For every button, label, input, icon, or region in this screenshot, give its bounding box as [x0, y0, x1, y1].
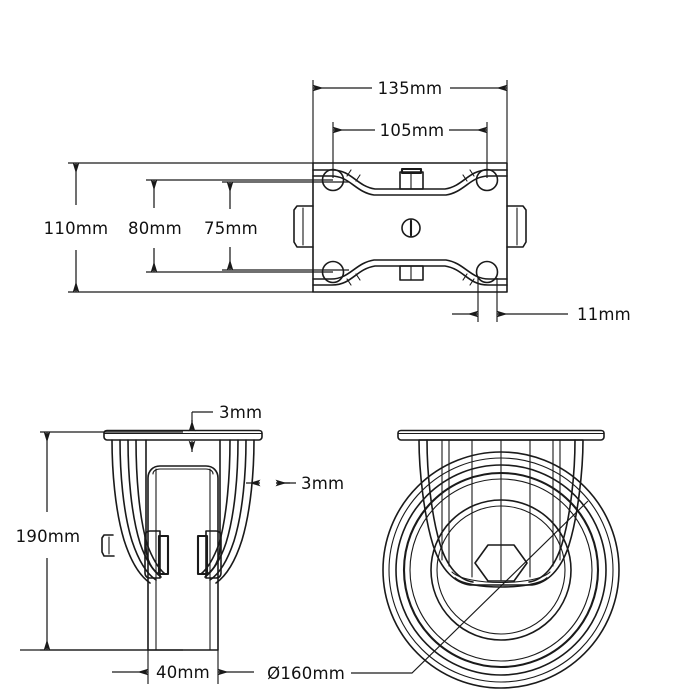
dimension-label-105mm: 105mm	[380, 121, 445, 140]
side-view-geometry	[20, 429, 263, 651]
front-view-geometry	[382, 429, 620, 689]
dimension-110mm: 110mm	[44, 162, 109, 293]
dimension-80mm: 80mm	[128, 179, 182, 273]
dimension-75mm: 75mm	[204, 181, 258, 271]
hex-nut	[474, 544, 528, 582]
dimension-105mm: 105mm	[332, 121, 488, 140]
dimension-40mm: 40mm	[112, 663, 254, 682]
mounting-hole-top-right	[475, 168, 499, 192]
top-plate-geometry	[293, 162, 527, 293]
mounting-hole-top-left	[321, 168, 345, 192]
dimension-135mm: 135mm	[312, 79, 508, 98]
dimension-3mm-plate-thickness: 3mm	[188, 403, 262, 452]
mounting-hole-bottom-left	[321, 260, 345, 284]
dimension-label-190mm: 190mm	[16, 527, 81, 546]
dimension-3mm-fork-thickness: 3mm	[246, 474, 344, 493]
dimension-label-110mm: 110mm	[44, 219, 109, 238]
dimension-label-160mm: Ø160mm	[267, 664, 345, 683]
mounting-hole-bottom-right	[475, 260, 499, 284]
dimension-160mm-diameter: Ø160mm	[267, 500, 589, 683]
dimension-label-3mm-plate: 3mm	[219, 403, 262, 422]
dimension-label-135mm: 135mm	[378, 79, 443, 98]
dimension-11mm: 11mm	[452, 305, 631, 324]
dimension-label-75mm: 75mm	[204, 219, 258, 238]
dimension-label-3mm-fork: 3mm	[301, 474, 344, 493]
top-plate-view: 135mm 105mm 110mm 80mm 75mm	[44, 79, 631, 324]
side-view: 190mm 40mm 3mm 3mm	[16, 403, 344, 684]
dimension-190mm: 190mm	[16, 431, 81, 651]
dimension-label-80mm: 80mm	[128, 219, 182, 238]
top-view-extension-lines	[68, 80, 508, 322]
front-view: Ø160mm	[267, 429, 620, 689]
dimension-label-11mm: 11mm	[577, 305, 631, 324]
dimension-label-40mm: 40mm	[156, 663, 210, 682]
